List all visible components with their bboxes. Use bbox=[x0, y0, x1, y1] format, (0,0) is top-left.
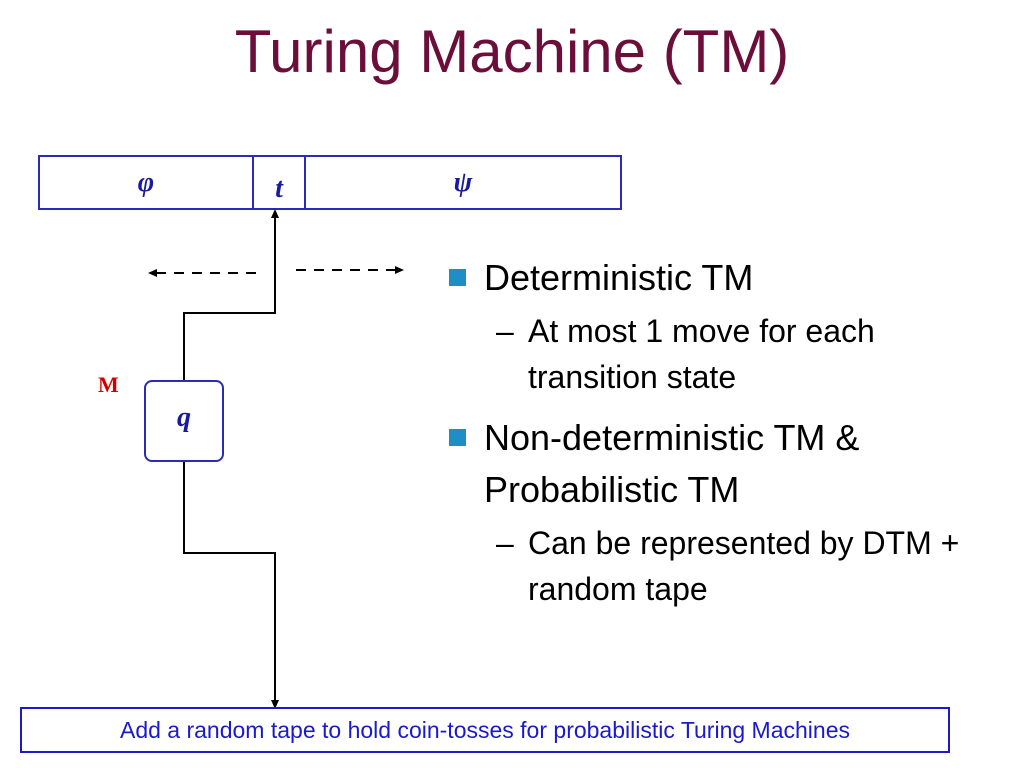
bullet-square-icon bbox=[449, 269, 466, 286]
tape-cell-t: t bbox=[254, 157, 306, 208]
dash-icon: – bbox=[496, 525, 514, 561]
footer-note: Add a random tape to hold coin-tosses fo… bbox=[20, 707, 950, 753]
dash-icon: – bbox=[496, 313, 514, 349]
tape-cell-phi: φ bbox=[40, 157, 254, 208]
state-box: q bbox=[144, 380, 224, 462]
random-tape-line bbox=[183, 462, 279, 709]
sub-bullet-text: Can be represented by DTM + random tape bbox=[528, 525, 960, 607]
bullet-square-icon bbox=[449, 429, 466, 446]
footer-text: Add a random tape to hold coin-tosses fo… bbox=[119, 716, 850, 743]
sub-bullet-text: At most 1 move for each transition state bbox=[528, 313, 875, 395]
state-label: q bbox=[177, 402, 191, 433]
bullet-text: Deterministic TM bbox=[484, 257, 754, 298]
bullet-text: Non-deterministic TM & Probabilistic TM bbox=[484, 417, 860, 510]
slide-title: Turing Machine (TM) bbox=[234, 18, 790, 85]
bullet-deterministic: Deterministic TM bbox=[446, 252, 1006, 304]
bullet-list: Deterministic TM – At most 1 move for ea… bbox=[446, 252, 1006, 624]
bullet-nondeterministic: Non-deterministic TM & Probabilistic TM bbox=[446, 412, 1006, 516]
tape: φ t ψ bbox=[38, 155, 622, 210]
head-connector-line bbox=[183, 209, 279, 380]
sub-bullet-deterministic: – At most 1 move for each transition sta… bbox=[446, 308, 1006, 400]
sub-bullet-nondeterministic: – Can be represented by DTM + random tap… bbox=[446, 520, 1006, 612]
tape-cell-psi: ψ bbox=[453, 166, 473, 198]
machine-label: M bbox=[98, 372, 119, 397]
